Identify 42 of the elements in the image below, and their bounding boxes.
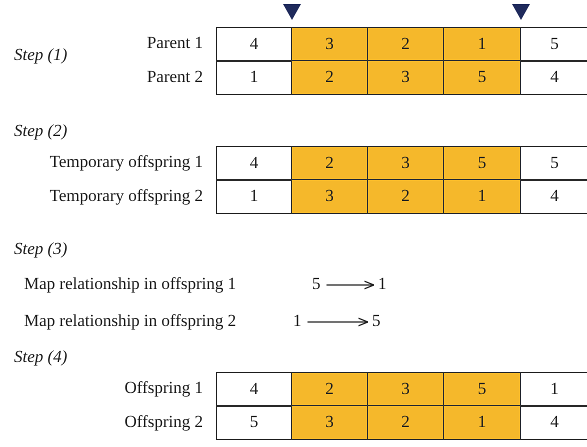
mapping-value: 5 [312, 274, 320, 294]
mapping-value: 1 [293, 311, 302, 331]
mapping-label: Map relationship in offspring 1 [24, 274, 236, 294]
table-cell: 2 [367, 27, 444, 62]
row-label: Parent 2 [146, 67, 203, 87]
arrow [326, 280, 375, 290]
mapping-value: 5 [372, 311, 380, 331]
table-cell: 5 [520, 146, 587, 181]
table-cell: 2 [291, 372, 368, 407]
row-label: Parent 1 [146, 33, 203, 53]
table-cell: 3 [367, 60, 444, 95]
table-cell: 3 [291, 405, 368, 440]
table-cell: 5 [443, 372, 521, 407]
mapping-label: Map relationship in offspring 2 [24, 311, 236, 331]
step-heading: Step (2) [14, 121, 68, 141]
row-label: Offspring 2 [124, 412, 203, 432]
table-cell: 4 [520, 405, 587, 440]
mapping-value: 1 [378, 274, 386, 294]
table-cell: 3 [367, 372, 444, 407]
table-cell: 1 [443, 405, 521, 440]
row-label: Temporary offspring 2 [50, 186, 203, 206]
step-heading: Step (3) [14, 239, 68, 259]
table-cell: 4 [520, 60, 587, 95]
table-cell: 2 [291, 60, 368, 95]
row-label: Temporary offspring 1 [50, 152, 203, 172]
row-label: Offspring 1 [124, 378, 203, 398]
table-cell: 5 [520, 27, 587, 62]
table-cell: 5 [443, 60, 521, 95]
table-cell: 2 [291, 146, 368, 181]
table-cell: 1 [443, 179, 521, 214]
table-cell: 3 [291, 179, 368, 214]
table-cell: 5 [443, 146, 521, 181]
arrow [308, 318, 369, 326]
step-heading: Step (1) [14, 45, 68, 65]
table-cell: 2 [367, 405, 444, 440]
table-cell: 2 [367, 179, 444, 214]
table-cell: 3 [367, 146, 444, 181]
step-heading: Step (4) [14, 347, 68, 367]
table-cell: 3 [291, 27, 368, 62]
table-cell: 4 [520, 179, 587, 214]
table-cell: 1 [443, 27, 521, 62]
table-cell: 1 [520, 372, 587, 407]
